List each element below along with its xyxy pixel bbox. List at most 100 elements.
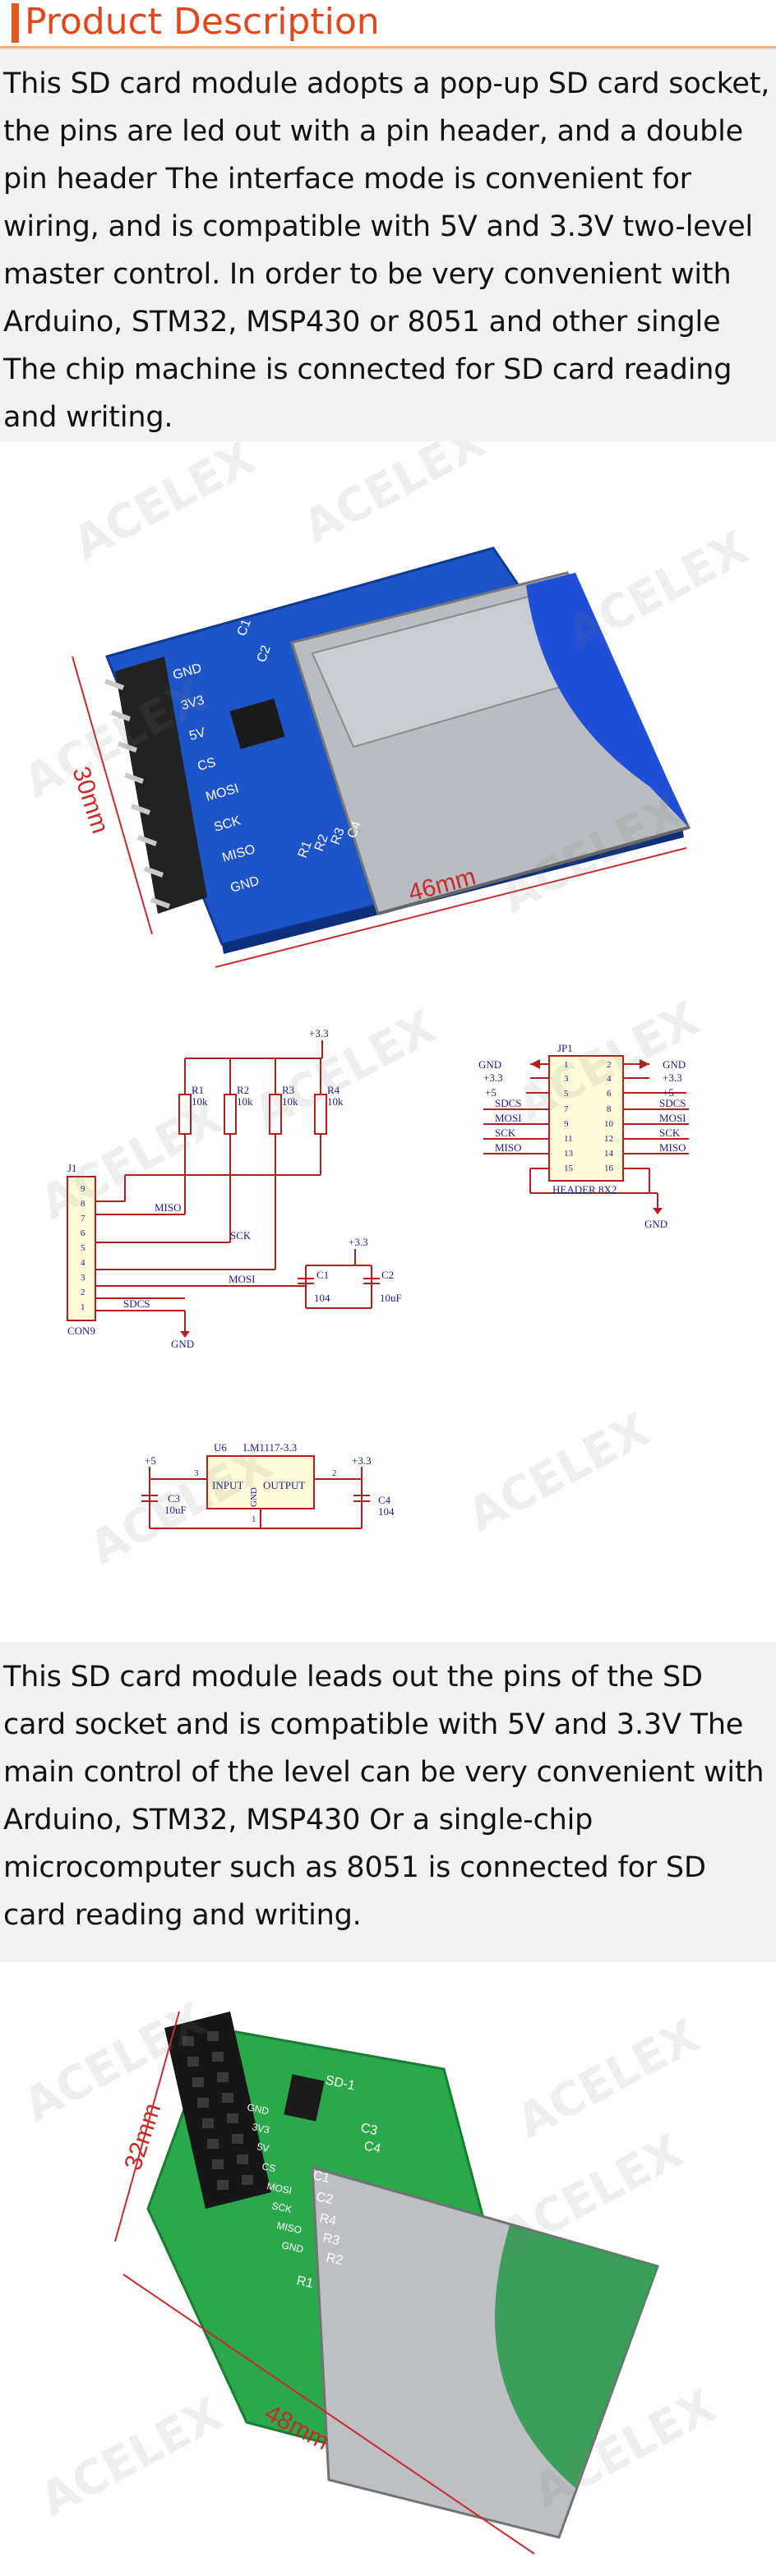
- cap-value: 10uF: [164, 1504, 187, 1516]
- header-net-right: +3.3: [663, 1071, 682, 1084]
- card-slot-opening: [495, 2225, 658, 2488]
- regulator-chip: [284, 2074, 325, 2122]
- connector-pin: 2: [81, 1288, 85, 1297]
- header-name: HEADER 8X2: [552, 1183, 617, 1196]
- pin-label: 5V: [256, 2141, 270, 2154]
- connector-pin: 1: [81, 1302, 85, 1312]
- part-label: C4: [363, 2139, 382, 2156]
- cap-value: 104: [378, 1505, 395, 1518]
- gnd-label: GND: [171, 1338, 194, 1350]
- schematic-panel: ACELEX ACELEX ACELEX ACELEX ACELEX: [0, 986, 776, 1642]
- card-slot-opening: [526, 573, 689, 827]
- ground-symbols: [180, 1059, 663, 1338]
- part-label: R4: [318, 2211, 338, 2228]
- header-net-left: MOSI: [495, 1112, 522, 1124]
- header-pin: 8: [607, 1104, 612, 1114]
- header-pin: 14: [604, 1149, 614, 1159]
- header-net-right: MISO: [659, 1141, 686, 1154]
- net-label: MOSI: [229, 1273, 256, 1285]
- description-block-1: This SD card module adopts a pop-up SD c…: [0, 48, 776, 441]
- socket-front-edge: [377, 826, 690, 915]
- regulator-pin: 2: [332, 1468, 337, 1478]
- header-pin: 7: [564, 1104, 569, 1114]
- header-net-left: +3.3: [483, 1071, 503, 1084]
- regulator-pin: 1: [252, 1514, 256, 1524]
- sd-module-green-illustration: SD-1 GND 3V3 5V CS MOSI SCK MISO GND C3 …: [114, 2011, 659, 2555]
- regulator-pin: 3: [194, 1468, 199, 1478]
- header-pin: 2: [607, 1060, 612, 1070]
- part-labels: C3 C4 C1 C2 R4 R3 R2 R1: [295, 2121, 382, 2291]
- regulator-output: OUTPUT: [263, 1479, 305, 1491]
- cap-ref: C2: [381, 1269, 394, 1281]
- dimension-height-label: 32mm: [119, 2100, 166, 2173]
- part-label: C3: [359, 2121, 379, 2138]
- circuit-schematic: R1 10k R2 10k R3 10k R4 10k +3.3 J1 CON9…: [67, 1027, 689, 1529]
- pin-labels: GND 3V3 5V CS MOSI SCK MISO GND: [246, 2101, 304, 2255]
- regulator-chip: [229, 698, 285, 749]
- connector-ref: J1: [67, 1162, 77, 1174]
- header-pin: 6: [607, 1089, 612, 1099]
- part-label: C1: [312, 2168, 331, 2186]
- net-label: MISO: [155, 1201, 182, 1214]
- resistor-value: 10k: [327, 1095, 344, 1108]
- description-text-1: This SD card module adopts a pop-up SD c…: [3, 67, 770, 434]
- net-label: SCK: [230, 1229, 252, 1242]
- product-photo-1: ACELEX ACELEX ACELEX ACELEX ACELEX: [0, 441, 776, 986]
- cap-value: 104: [314, 1292, 330, 1304]
- pin-label: CS: [261, 2160, 276, 2174]
- header-net-left: MISO: [495, 1141, 522, 1154]
- pin-label: SCK: [270, 2200, 293, 2215]
- regulator-gnd: GND: [249, 1487, 259, 1507]
- resistor-label: R2: [312, 832, 331, 853]
- cap-ref: C1: [316, 1269, 329, 1281]
- pin-label: 5V: [187, 726, 207, 744]
- cap-ref: C3: [168, 1492, 180, 1505]
- connector-pin: 7: [81, 1214, 85, 1223]
- header-pin: 3: [564, 1074, 569, 1084]
- header-pin: 9: [564, 1119, 569, 1129]
- resistor-ref: R3: [282, 1084, 294, 1096]
- resistor-ref: R1: [192, 1084, 204, 1096]
- resistor-value: 10k: [237, 1095, 253, 1108]
- header-net-left: SCK: [495, 1127, 516, 1139]
- pin-label: CS: [196, 755, 217, 773]
- pin-header: [104, 657, 207, 914]
- resistor-value: 10k: [282, 1095, 298, 1108]
- resistor-label: R1: [296, 839, 315, 859]
- part-label: R1: [295, 2274, 315, 2291]
- header-pin: 4: [607, 1074, 612, 1084]
- pin-label: 3V3: [251, 2121, 270, 2136]
- regulator-name: LM1117-3.3: [243, 1441, 297, 1454]
- header-net-left: GND: [478, 1058, 501, 1071]
- header-net-right: SCK: [659, 1127, 681, 1139]
- regulator-input: INPUT: [212, 1479, 243, 1491]
- header-pin: 1: [564, 1060, 569, 1070]
- part-label: C2: [315, 2190, 335, 2207]
- description-text-2: This SD card module leads out the pins o…: [3, 1661, 764, 1932]
- resistor-label: C4: [345, 819, 364, 840]
- gnd-label: GND: [644, 1218, 667, 1230]
- header-pin: 13: [564, 1149, 574, 1159]
- header-underline: [0, 46, 776, 48]
- connector-pin: 3: [81, 1273, 85, 1283]
- header-net-right: +5: [663, 1086, 674, 1099]
- resistor-label: R3: [329, 826, 348, 846]
- regulator-ref: U6: [214, 1441, 227, 1454]
- description-block-2: This SD card module leads out the pins o…: [0, 1642, 776, 1962]
- part-label: R3: [321, 2231, 341, 2248]
- connector-pin: 8: [81, 1199, 85, 1209]
- header-net-left: +5: [485, 1086, 497, 1099]
- cap-label: C2: [255, 643, 274, 664]
- connector-pin: 6: [81, 1228, 85, 1238]
- net-label: SDCS: [123, 1297, 150, 1310]
- header-net-left: SDCS: [495, 1097, 522, 1109]
- header-net-right: MOSI: [659, 1112, 686, 1124]
- header-net-right: SDCS: [659, 1097, 686, 1109]
- header-ref: JP1: [557, 1042, 573, 1054]
- header-pin: 5: [564, 1089, 569, 1099]
- vcc-label: +3.3: [309, 1027, 329, 1039]
- section-title: Product Description: [25, 1, 380, 43]
- vcc5-label: +5: [145, 1454, 156, 1467]
- connector-name: CON9: [67, 1325, 95, 1337]
- vcc-label: +3.3: [352, 1454, 372, 1467]
